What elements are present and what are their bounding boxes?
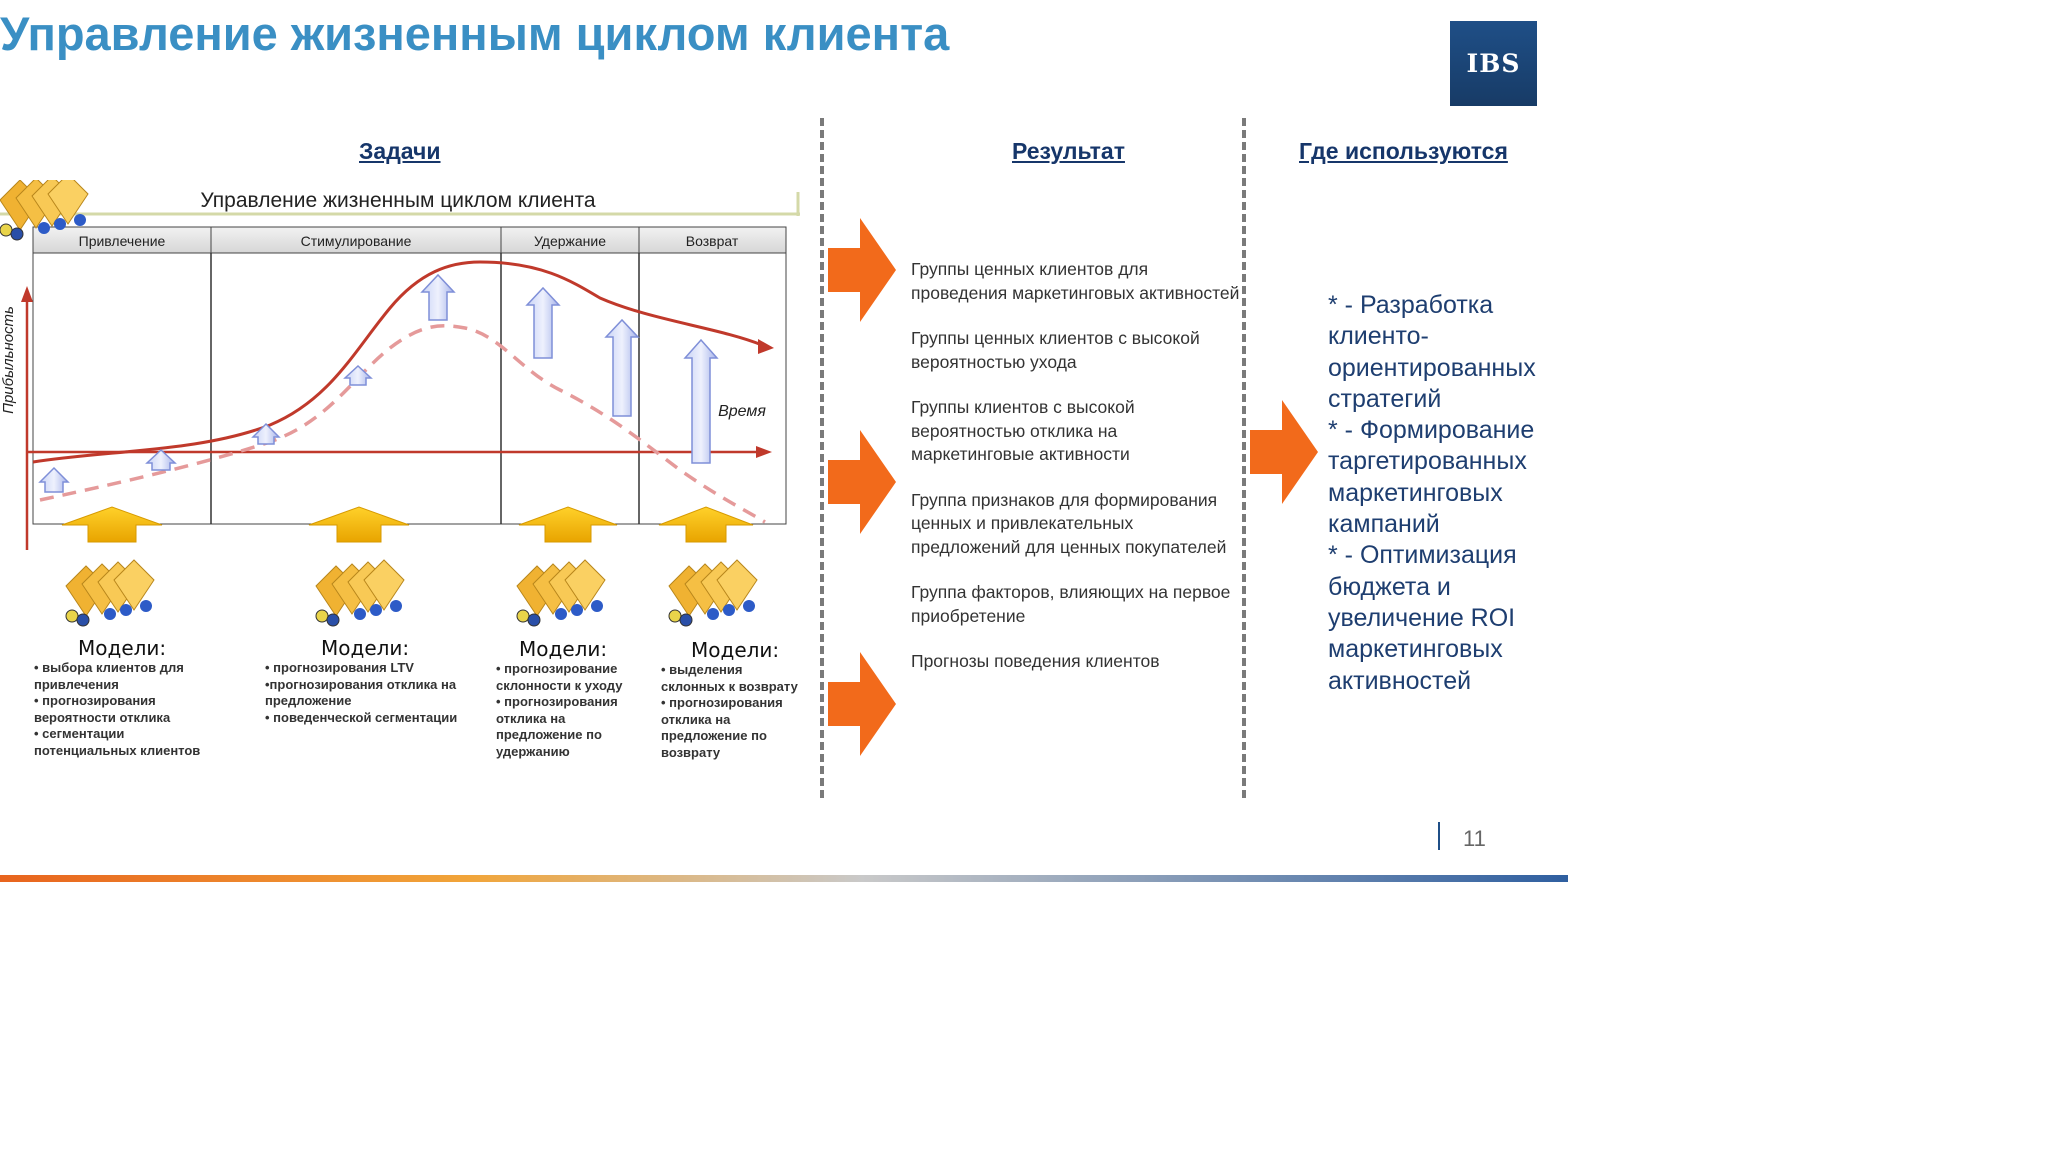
result-item: Группы клиентов с высокой вероятностью о… [911, 397, 1135, 464]
column-divider-1 [820, 118, 824, 798]
model-line: предложение [265, 693, 352, 708]
model-title: Модели: [321, 636, 410, 660]
result-item: Группы ценных клиентов для проведения ма… [911, 259, 1240, 303]
stage-label: Возврат [686, 233, 739, 249]
model-line: возврату [661, 744, 721, 760]
model-title: Модели: [78, 636, 167, 660]
up-arrow [525, 286, 561, 359]
profit-curve [32, 260, 763, 464]
model-block-retention: Модели: • прогнозирование склонности к у… [496, 637, 636, 760]
orange-arrow-right [828, 652, 896, 756]
model-line: • выделения [661, 662, 743, 677]
yellow-up-arrow [518, 506, 618, 543]
model-line: удержанию [496, 743, 570, 759]
model-title: Модели: [519, 637, 608, 661]
usage-item: * - Разработка клиенто-ориентированных с… [1328, 291, 1536, 413]
up-arrow [251, 422, 281, 445]
model-icon [668, 559, 758, 627]
model-line: вероятности отклика [34, 709, 171, 725]
up-arrow [343, 364, 373, 386]
model-icon [65, 559, 155, 627]
stage-label: Стимулирование [301, 233, 412, 249]
stage-header-retention [500, 226, 640, 254]
model-line: •прогнозирования отклика на [265, 676, 457, 692]
up-arrow [145, 448, 177, 471]
model-line: • поведенческой сегментации [265, 709, 458, 725]
up-arrow [38, 466, 70, 493]
model-block-return: Модели: • выделения склонных к возврату … [661, 638, 811, 761]
orange-arrow-right [828, 218, 896, 322]
model-icon [0, 180, 89, 241]
model-icon [516, 559, 606, 627]
ibs-logo: IBS [1450, 21, 1537, 106]
page-title: Управление жизненным циклом клиента [0, 7, 950, 60]
plot-frame [32, 252, 787, 525]
results-list: Группы ценных клиентов для проведения ма… [911, 258, 1241, 696]
page-number-divider [1438, 822, 1440, 850]
model-title: Модели: [691, 638, 780, 662]
up-arrow [683, 338, 719, 464]
model-line: отклика на [496, 710, 566, 726]
model-line: предложение по [661, 728, 767, 743]
usage-item: * - Оптимизация бюджета и увеличение ROI… [1328, 541, 1517, 695]
yellow-up-arrow [61, 506, 163, 543]
stage-label: Привлечение [79, 233, 166, 249]
model-line: • сегментации [34, 726, 125, 741]
stage-label: Удержание [534, 233, 606, 249]
result-item: Группа признаков для формирования ценных… [911, 489, 1227, 557]
model-block-acquisition: Модели: • выбора клиентов для привлечени… [34, 636, 234, 759]
column-header-usage: Где используются [1299, 138, 1508, 164]
stage-header-return [638, 226, 787, 254]
model-block-stimulation: Модели: • прогнозирования LTV •прогнозир… [265, 636, 480, 726]
model-line: • прогнозирования LTV [265, 660, 414, 675]
logo-text: IBS [1466, 49, 1521, 78]
model-line: • прогнозирование [496, 661, 618, 676]
usage-list: * - Разработка клиенто-ориентированных с… [1328, 290, 1556, 697]
yellow-up-arrow [308, 506, 410, 543]
baseline-curve [39, 324, 766, 524]
model-icon [315, 559, 405, 627]
result-item: Группа факторов, влияющих на первое прио… [911, 582, 1231, 626]
model-line: потенциальных клиентов [34, 742, 201, 758]
model-line: • прогнозирования [496, 694, 618, 709]
column-header-result: Результат [1012, 138, 1125, 164]
model-line: • выбора клиентов для [34, 660, 184, 675]
column-header-tasks: Задачи [359, 138, 441, 164]
stage-header-stimulation [210, 226, 502, 254]
result-item: Прогнозы поведения клиентов [911, 651, 1160, 671]
column-divider-2 [1242, 118, 1246, 798]
model-line: предложение по [496, 727, 602, 742]
orange-arrow-right [1250, 400, 1318, 504]
model-line: отклика на [661, 711, 731, 727]
model-line: склонных к возврату [661, 678, 798, 694]
yellow-up-arrow [658, 506, 754, 543]
model-line: • прогнозирования [661, 695, 783, 710]
up-arrow [604, 318, 640, 417]
up-arrow [420, 273, 456, 321]
model-line: склонности к уходу [496, 677, 623, 693]
diagram-banner-text: Управление жизненным циклом клиента [200, 189, 596, 212]
y-axis-label: Прибыльность [0, 306, 17, 414]
diagram-banner [0, 180, 800, 216]
lifecycle-diagram: Управление жизненным циклом клиента Прив… [0, 180, 800, 550]
orange-arrow-right [828, 430, 896, 534]
page-number: 11 [1463, 826, 1486, 851]
footer-gradient-bar [0, 875, 1568, 882]
model-line: привлечения [34, 676, 119, 692]
result-item: Группы ценных клиентов с высокой вероятн… [911, 328, 1200, 372]
usage-item: * - Формирование таргетированных маркети… [1328, 416, 1535, 539]
x-axis-label: Время [718, 403, 766, 420]
model-line: • прогнозирования [34, 693, 156, 708]
